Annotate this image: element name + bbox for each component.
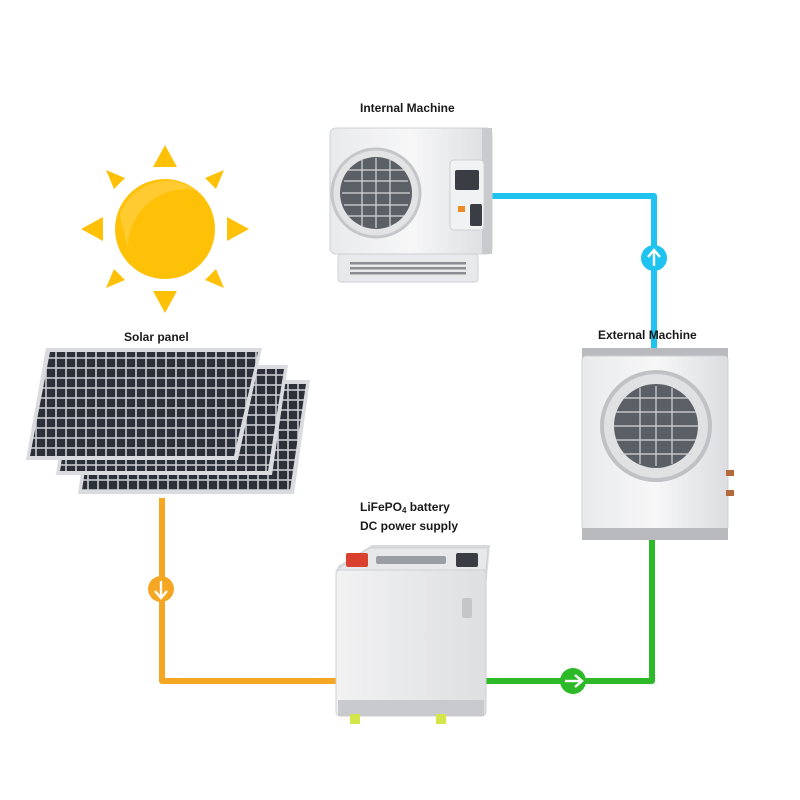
green-connection: [484, 538, 655, 684]
solar-panel: [26, 348, 262, 460]
solar-panel-array: [26, 348, 310, 494]
arrow-right-icon: [560, 668, 586, 694]
arrow-down-icon: [148, 576, 174, 602]
lifepo4-battery: [334, 545, 490, 724]
sun-icon: [81, 145, 249, 313]
external-machine-label: External Machine: [598, 328, 697, 342]
battery-label: LiFePO4 battery: [360, 500, 450, 515]
orange-connection: [159, 498, 342, 684]
blue-connection: [490, 193, 657, 352]
internal-machine: [329, 127, 493, 283]
battery-label-suffix: battery: [406, 500, 450, 514]
battery-sublabel: DC power supply: [360, 519, 459, 533]
external-machine: [581, 348, 734, 540]
internal-machine-label: Internal Machine: [360, 101, 455, 115]
battery-label-chem: LiFePO: [360, 500, 403, 514]
arrow-up-icon: [641, 245, 667, 271]
battery-label-subscript: 4: [402, 506, 407, 515]
solar-panel-label: Solar panel: [124, 330, 189, 344]
